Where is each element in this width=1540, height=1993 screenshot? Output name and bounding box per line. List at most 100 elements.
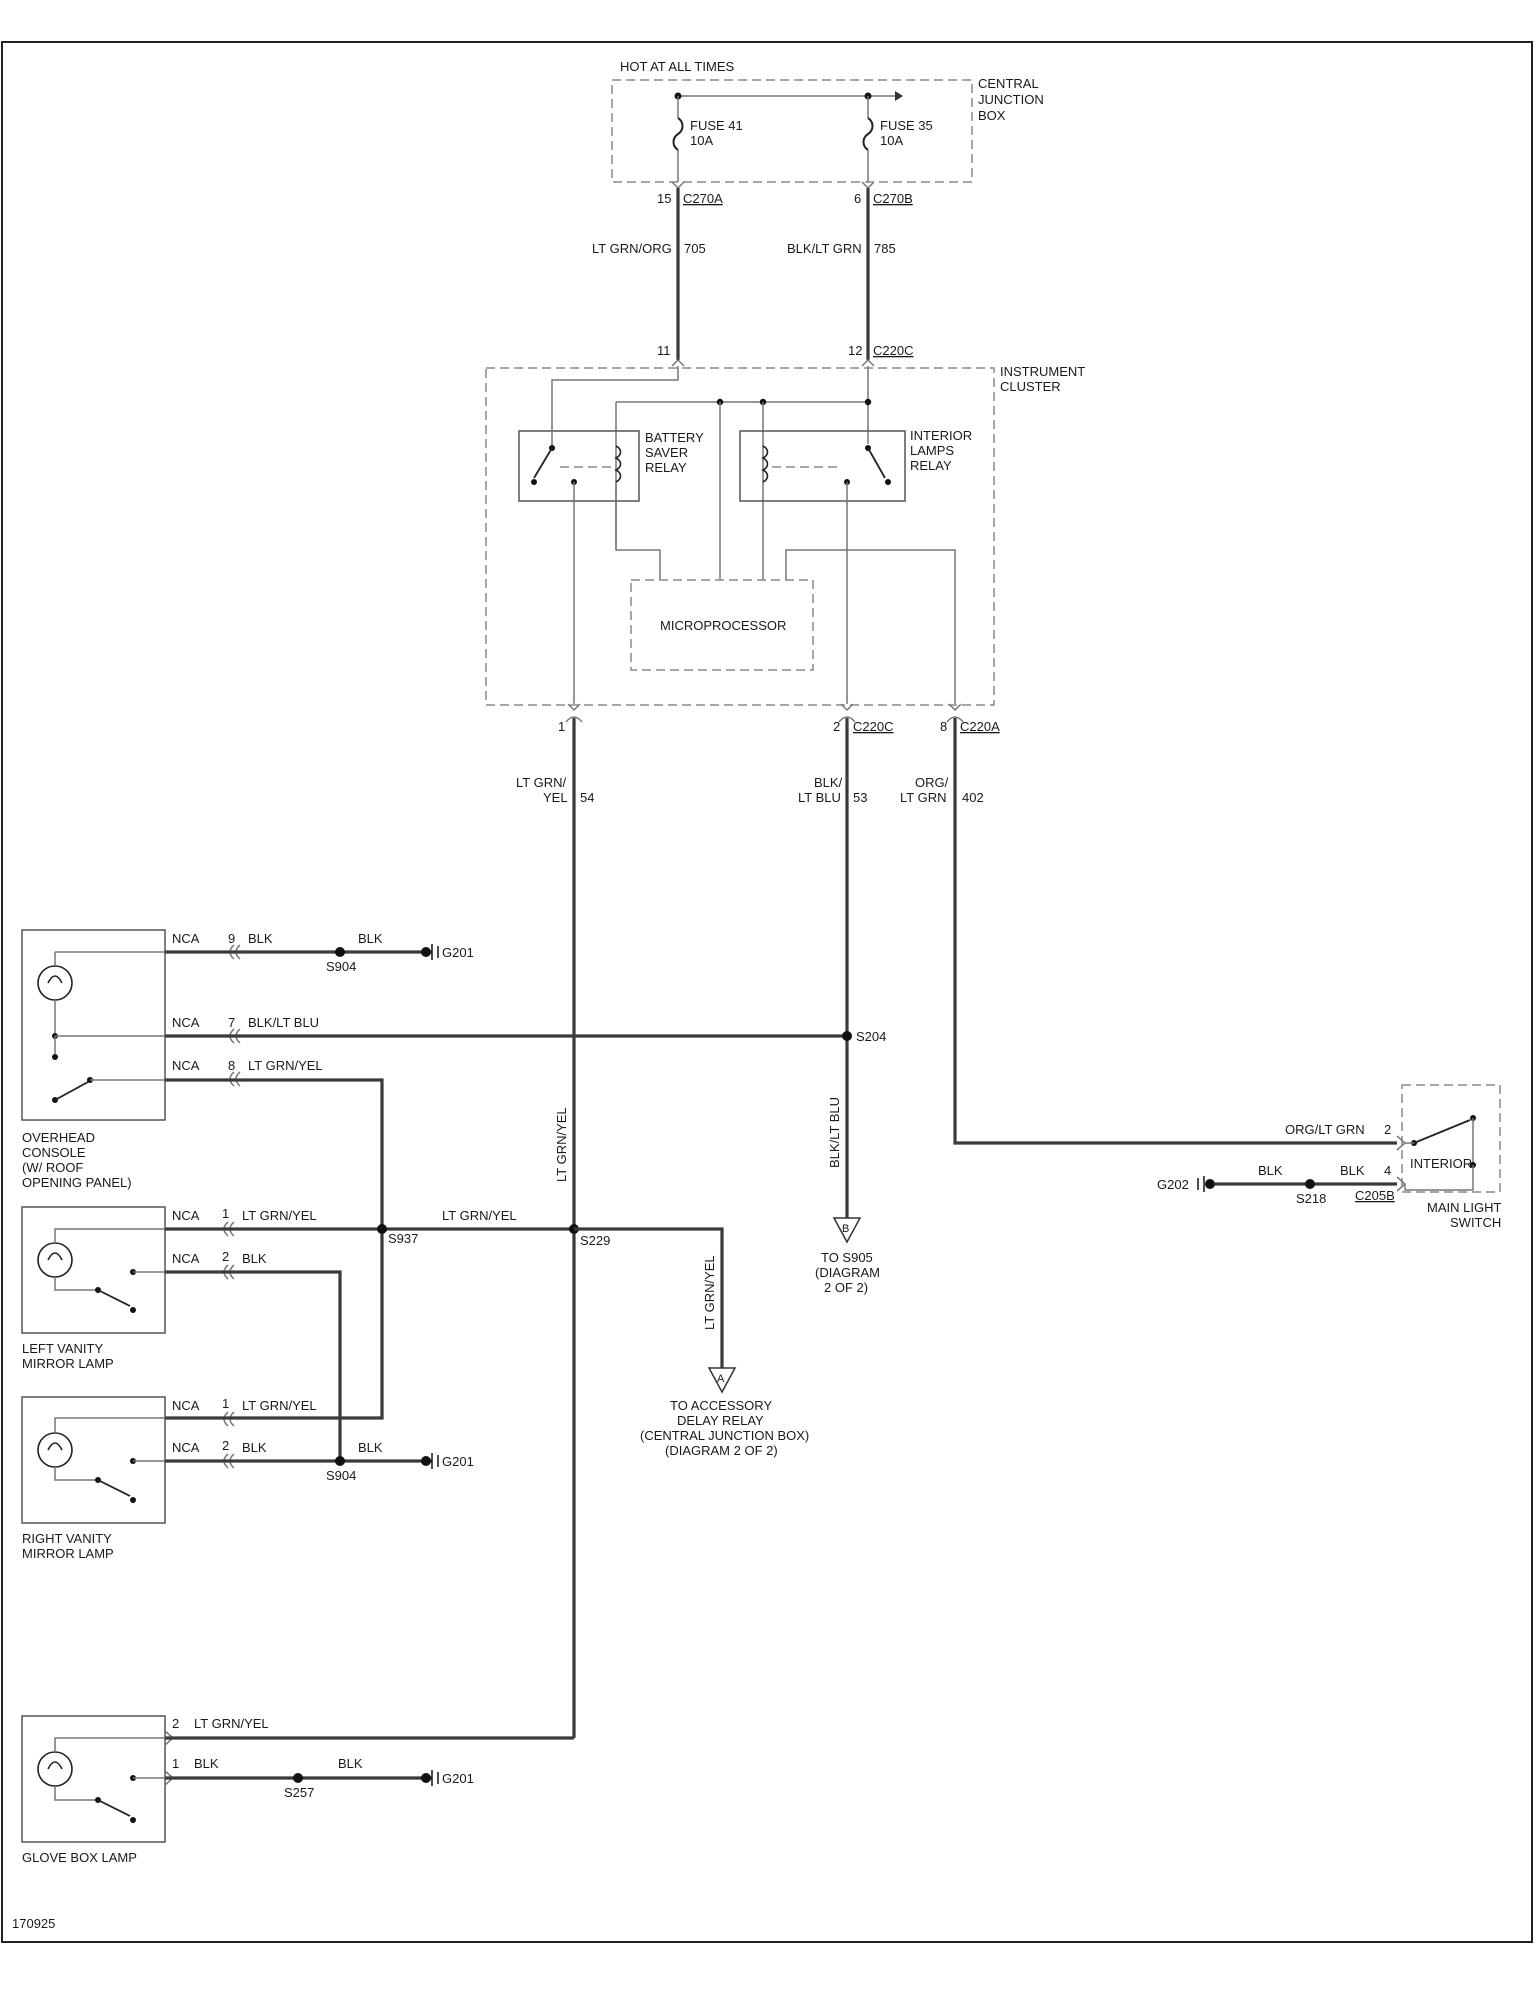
rv-row2-nca: NCA	[172, 1440, 200, 1455]
rv-row2-color: BLK	[242, 1440, 267, 1455]
rv-ground-wire: BLK	[358, 1440, 383, 1455]
c220c-pin-12: 12	[848, 343, 862, 358]
ref-a-text-3: (CENTRAL JUNCTION BOX)	[640, 1428, 809, 1443]
fuse-35-symbol	[862, 117, 874, 151]
cjb-label-1: CENTRAL	[978, 76, 1039, 91]
interior-lamps-label-1: INTERIOR	[910, 428, 972, 443]
oc-row7-pin: 7	[228, 1015, 235, 1030]
figure-id: 170925	[12, 1916, 55, 1931]
cjb-label-3: BOX	[978, 108, 1006, 123]
oc-row9-nca: NCA	[172, 931, 200, 946]
wire-705-circuit: 705	[684, 241, 706, 256]
g202: G202	[1157, 1177, 1189, 1192]
gb-row2-pin: 2	[172, 1716, 179, 1731]
wire-53-color-1: BLK/	[814, 775, 843, 790]
ref-b-triangle	[832, 1217, 862, 1244]
ref-a-text-2: DELAY RELAY	[677, 1413, 764, 1428]
main-light-switch-label-1: MAIN LIGHT	[1427, 1200, 1501, 1215]
glove-box-lamp: GLOVE BOX LAMP	[21, 1715, 166, 1865]
c205b-pin2: 2	[1384, 1122, 1391, 1137]
lv-row2-nca: NCA	[172, 1251, 200, 1266]
rv-row2-pin: 2	[222, 1438, 229, 1453]
rv-row1-pin: 1	[222, 1396, 229, 1411]
fuse-35-rating: 10A	[880, 133, 903, 148]
out-c220a: C220A	[960, 719, 1000, 734]
wire-402-color-1: ORG/	[915, 775, 949, 790]
wire-402	[953, 718, 1397, 1145]
c205b-pin4: 4	[1384, 1163, 1391, 1178]
orgltgrn-label: ORG/LT GRN	[1285, 1122, 1365, 1137]
c270b-pin: 6	[854, 191, 861, 206]
overhead-console-label-3: (W/ ROOF	[22, 1160, 83, 1175]
wire-53-circuit: 53	[853, 790, 867, 805]
overhead-console-label-4: OPENING PANEL)	[22, 1175, 132, 1190]
lv-row1-pin: 1	[222, 1206, 229, 1221]
microprocessor-label: MICROPROCESSOR	[660, 618, 786, 633]
oc-row9-pin: 9	[228, 931, 235, 946]
s229: S229	[580, 1233, 610, 1248]
wire-54-color-2: YEL	[543, 790, 568, 805]
main-light-switch-label-2: SWITCH	[1450, 1215, 1501, 1230]
wire-54-circuit: 54	[580, 790, 594, 805]
g201-bottom: G201	[442, 1771, 474, 1786]
cjb-label-2: JUNCTION	[978, 92, 1044, 107]
ref-b-text-3: 2 OF 2)	[824, 1280, 868, 1295]
oc-row9-color: BLK	[248, 931, 273, 946]
battery-saver-relay	[518, 430, 640, 502]
out-pin-8: 8	[940, 719, 947, 734]
oc-row7-nca: NCA	[172, 1015, 200, 1030]
fuse-35-label: FUSE 35	[880, 118, 933, 133]
c270a-id: C270A	[683, 191, 723, 206]
ref-b-text-1: TO S905	[821, 1250, 873, 1265]
fuse-41-rating: 10A	[690, 133, 713, 148]
overhead-console-label-2: CONSOLE	[22, 1145, 86, 1160]
lv-row1-color: LT GRN/YEL	[242, 1208, 317, 1223]
left-vanity-label-1: LEFT VANITY	[22, 1341, 103, 1356]
lv-row2-pin: 2	[222, 1249, 229, 1264]
out-pin-1: 1	[558, 719, 565, 734]
interior-lamps-label-3: RELAY	[910, 458, 952, 473]
central-junction-box: HOT AT ALL TIMES CENTRAL JUNCTION BOX FU…	[611, 59, 1044, 183]
glove-box-label: GLOVE BOX LAMP	[22, 1850, 137, 1865]
ref-a-triangle	[707, 1367, 737, 1394]
s937-s229-wire: LT GRN/YEL	[442, 1208, 517, 1223]
vertical-blkltblu-label: BLK/LT BLU	[827, 1097, 842, 1168]
interior-lamps-relay	[739, 430, 906, 502]
ref-a-text-4: (DIAGRAM 2 OF 2)	[665, 1443, 778, 1458]
fuse-41-symbol	[672, 117, 684, 151]
gb-row1-color: BLK	[194, 1756, 219, 1771]
fuse-41-label: FUSE 41	[690, 118, 743, 133]
msw-blk-right: BLK	[1340, 1163, 1365, 1178]
c270a-pin: 15	[657, 191, 671, 206]
battery-saver-label-3: RELAY	[645, 460, 687, 475]
gb-row2-color: LT GRN/YEL	[194, 1716, 269, 1731]
instrument-cluster-label-1: INSTRUMENT	[1000, 364, 1085, 379]
left-vanity-mirror-lamp: LEFT VANITY MIRROR LAMP	[21, 1206, 166, 1371]
oc-row8-nca: NCA	[172, 1058, 200, 1073]
lv-row2-color: BLK	[242, 1251, 267, 1266]
ref-b-text-2: (DIAGRAM	[815, 1265, 880, 1280]
vertical-ltgrnyel-label: LT GRN/YEL	[554, 1107, 569, 1182]
oc-ground-wire: BLK	[358, 931, 383, 946]
g201-mid: G201	[442, 1454, 474, 1469]
interior-label: INTERIOR	[1410, 1156, 1472, 1171]
s937: S937	[388, 1231, 418, 1246]
left-vanity-label-2: MIRROR LAMP	[22, 1356, 114, 1371]
right-vanity-label-1: RIGHT VANITY	[22, 1531, 112, 1546]
rv-row1-nca: NCA	[172, 1398, 200, 1413]
out-c220c: C220C	[853, 719, 893, 734]
instrument-cluster: INSTRUMENT CLUSTER BATTERY SAVER RELAY I…	[485, 364, 1085, 706]
right-vanity-label-2: MIRROR LAMP	[22, 1546, 114, 1561]
instrument-cluster-label-2: CLUSTER	[1000, 379, 1061, 394]
battery-saver-label-2: SAVER	[645, 445, 688, 460]
s904-top: S904	[326, 959, 356, 974]
gb-ground-wire: BLK	[338, 1756, 363, 1771]
ref-a-text-1: TO ACCESSORY	[670, 1398, 772, 1413]
msw-blk-left: BLK	[1258, 1163, 1283, 1178]
c220c-pin-11: 11	[657, 343, 671, 358]
right-vanity-mirror-lamp: RIGHT VANITY MIRROR LAMP	[21, 1396, 166, 1561]
main-light-switch: 2 ORG/LT GRN INTERIOR MAIN LIGHT SWITCH	[1285, 1084, 1501, 1230]
lv-row1-nca: NCA	[172, 1208, 200, 1223]
rv-row1-color: LT GRN/YEL	[242, 1398, 317, 1413]
hot-at-all-times-label: HOT AT ALL TIMES	[620, 59, 734, 74]
